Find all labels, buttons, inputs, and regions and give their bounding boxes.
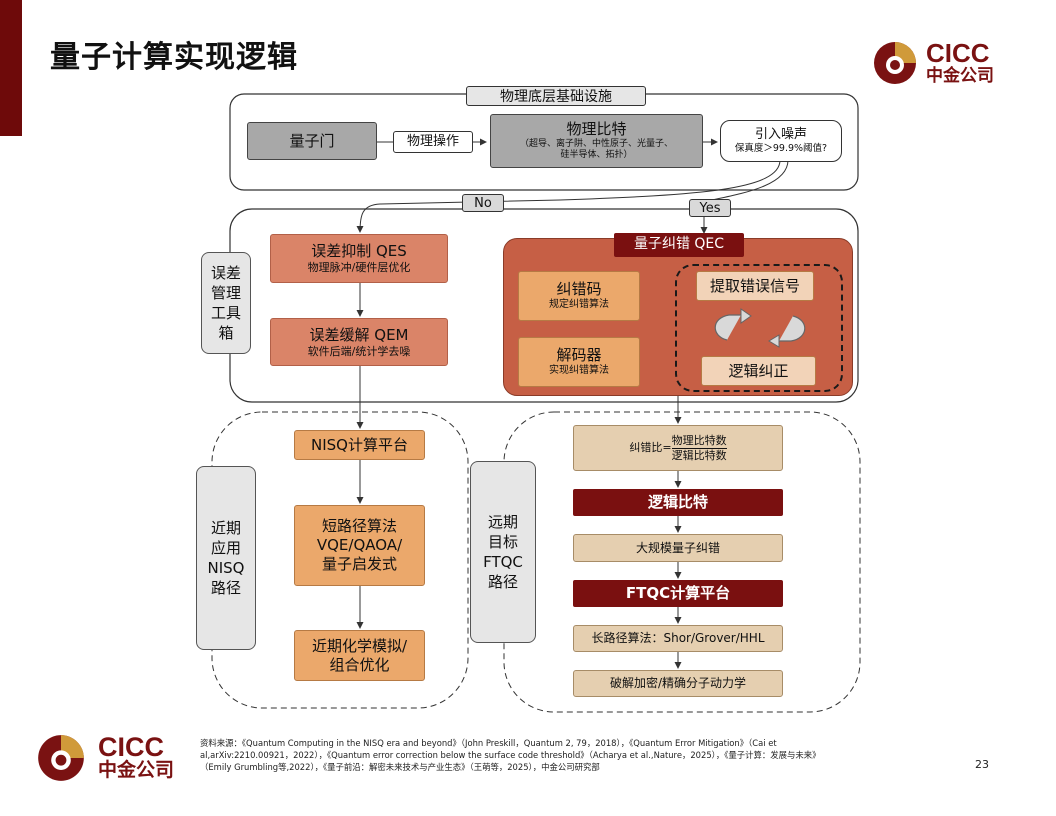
nisq-algo-line1: 短路径算法 — [321, 517, 397, 536]
logo-top: CICC 中金公司 — [872, 38, 1032, 88]
ftqc-large-scale-box: 大规模量子纠错 — [573, 534, 783, 562]
qec-extract-box: 提取错误信号 — [696, 271, 814, 301]
nisq-platform-box: NISQ计算平台 — [294, 430, 425, 460]
logo-text-cn: 中金公司 — [926, 66, 994, 86]
qec-title: 量子纠错 QEC — [614, 233, 744, 257]
noise-box: 引入噪声 保真度＞99.9%阈值? — [720, 120, 842, 162]
qec-decoder-sub: 实现纠错算法 — [549, 365, 609, 377]
source-line-3: （Emily Grumbling等,2022），《量子前沿：解密未来技术与产业生… — [200, 762, 600, 773]
qec-code-title: 纠错码 — [556, 280, 602, 299]
logo-text-cicc: CICC — [926, 38, 990, 68]
logo-bottom: CICC 中金公司 — [36, 733, 196, 783]
source-note: 资料来源：《Quantum Computing in the NISQ era … — [200, 737, 940, 774]
qec-code-sub: 规定纠错算法 — [549, 299, 609, 311]
physical-qubit-sub-2: 硅半导体、拓扑） — [560, 150, 633, 161]
qec-code-box: 纠错码 规定纠错算法 — [518, 271, 640, 321]
ftqc-logical-qubit-box: 逻辑比特 — [573, 489, 783, 516]
physical-qubit-box: 物理比特 （超导、离子阱、中性原子、光量子、 硅半导体、拓扑） — [490, 114, 703, 168]
ftqc-platform-box: FTQC计算平台 — [573, 580, 783, 607]
ftqc-frame — [503, 411, 861, 713]
source-line-1: 资料来源：《Quantum Computing in the NISQ era … — [200, 738, 777, 748]
nisq-apps-line1: 近期化学模拟/ — [311, 636, 408, 655]
cycle-arrows-icon — [714, 308, 806, 348]
toolbox-side-label: 误差 管理 工具 箱 — [201, 252, 251, 354]
nisq-apps-box: 近期化学模拟/ 组合优化 — [294, 630, 425, 681]
physical-layer-label: 物理底层基础设施 — [466, 86, 646, 106]
cicc-logo-icon — [38, 735, 84, 781]
ftqc-ratio-den: 逻辑比特数 — [671, 448, 727, 462]
source-line-2: al,arXiv:2210.00921，2022），《Quantum error… — [200, 750, 821, 761]
page-title: 量子计算实现逻辑 — [50, 40, 298, 75]
qes-sub: 物理脉冲/硬件层优化 — [307, 261, 411, 274]
logo-bottom-cicc: CICC — [98, 732, 164, 762]
logo-bottom-cn: 中金公司 — [98, 759, 175, 781]
physical-operation-box: 物理操作 — [393, 131, 473, 153]
qec-decoder-box: 解码器 实现纠错算法 — [518, 337, 640, 387]
quantum-gate-box: 量子门 — [247, 122, 377, 160]
decision-no: No — [462, 194, 504, 212]
ftqc-ratio-box: 纠错比= 物理比特数 逻辑比特数 — [573, 425, 783, 471]
ftqc-long-algo-box: 长路径算法：Shor/Grover/HHL — [573, 625, 783, 652]
qem-sub: 软件后端/统计学去噪 — [307, 344, 411, 358]
nisq-algo-box: 短路径算法 VQE/QAOA/ 量子启发式 — [294, 505, 425, 586]
nisq-apps-line2: 组合优化 — [329, 655, 390, 674]
toolbox-side-text: 误差 管理 工具 箱 — [210, 263, 241, 343]
nisq-side-label: 近期 应用 NISQ 路径 — [196, 466, 256, 650]
physical-qubit-sub-1: （超导、离子阱、中性原子、光量子、 — [519, 139, 673, 150]
qec-correct-box: 逻辑纠正 — [701, 356, 816, 386]
ftqc-side-label: 远期 目标 FTQC 路径 — [470, 461, 536, 643]
physical-qubit-title: 物理比特 — [566, 120, 627, 139]
noise-sub: 保真度＞99.9%阈值? — [734, 143, 828, 155]
ftqc-ratio-num: 物理比特数 — [671, 434, 727, 449]
qec-loop-frame — [675, 264, 843, 392]
cicc-logo-icon — [874, 42, 916, 84]
accent-bar — [0, 0, 22, 136]
ftqc-ratio-prefix: 纠错比= — [629, 441, 672, 455]
decision-yes: Yes — [689, 199, 731, 217]
qes-title: 误差抑制 QES — [311, 242, 407, 261]
nisq-side-text: 近期 应用 NISQ 路径 — [207, 518, 245, 598]
ftqc-apps-box: 破解加密/精确分子动力学 — [573, 670, 783, 697]
page-number: 23 — [975, 758, 989, 771]
noise-title: 引入噪声 — [754, 126, 807, 142]
ftqc-ratio-fraction: 物理比特数 逻辑比特数 — [671, 434, 727, 462]
nisq-algo-line2: VQE/QAOA/ — [316, 536, 403, 555]
qem-box: 误差缓解 QEM 软件后端/统计学去噪 — [270, 318, 448, 366]
qem-title: 误差缓解 QEM — [309, 325, 409, 344]
ftqc-side-text: 远期 目标 FTQC 路径 — [483, 512, 523, 592]
nisq-algo-line3: 量子启发式 — [321, 554, 397, 573]
qes-box: 误差抑制 QES 物理脉冲/硬件层优化 — [270, 234, 448, 283]
qec-decoder-title: 解码器 — [556, 346, 602, 365]
